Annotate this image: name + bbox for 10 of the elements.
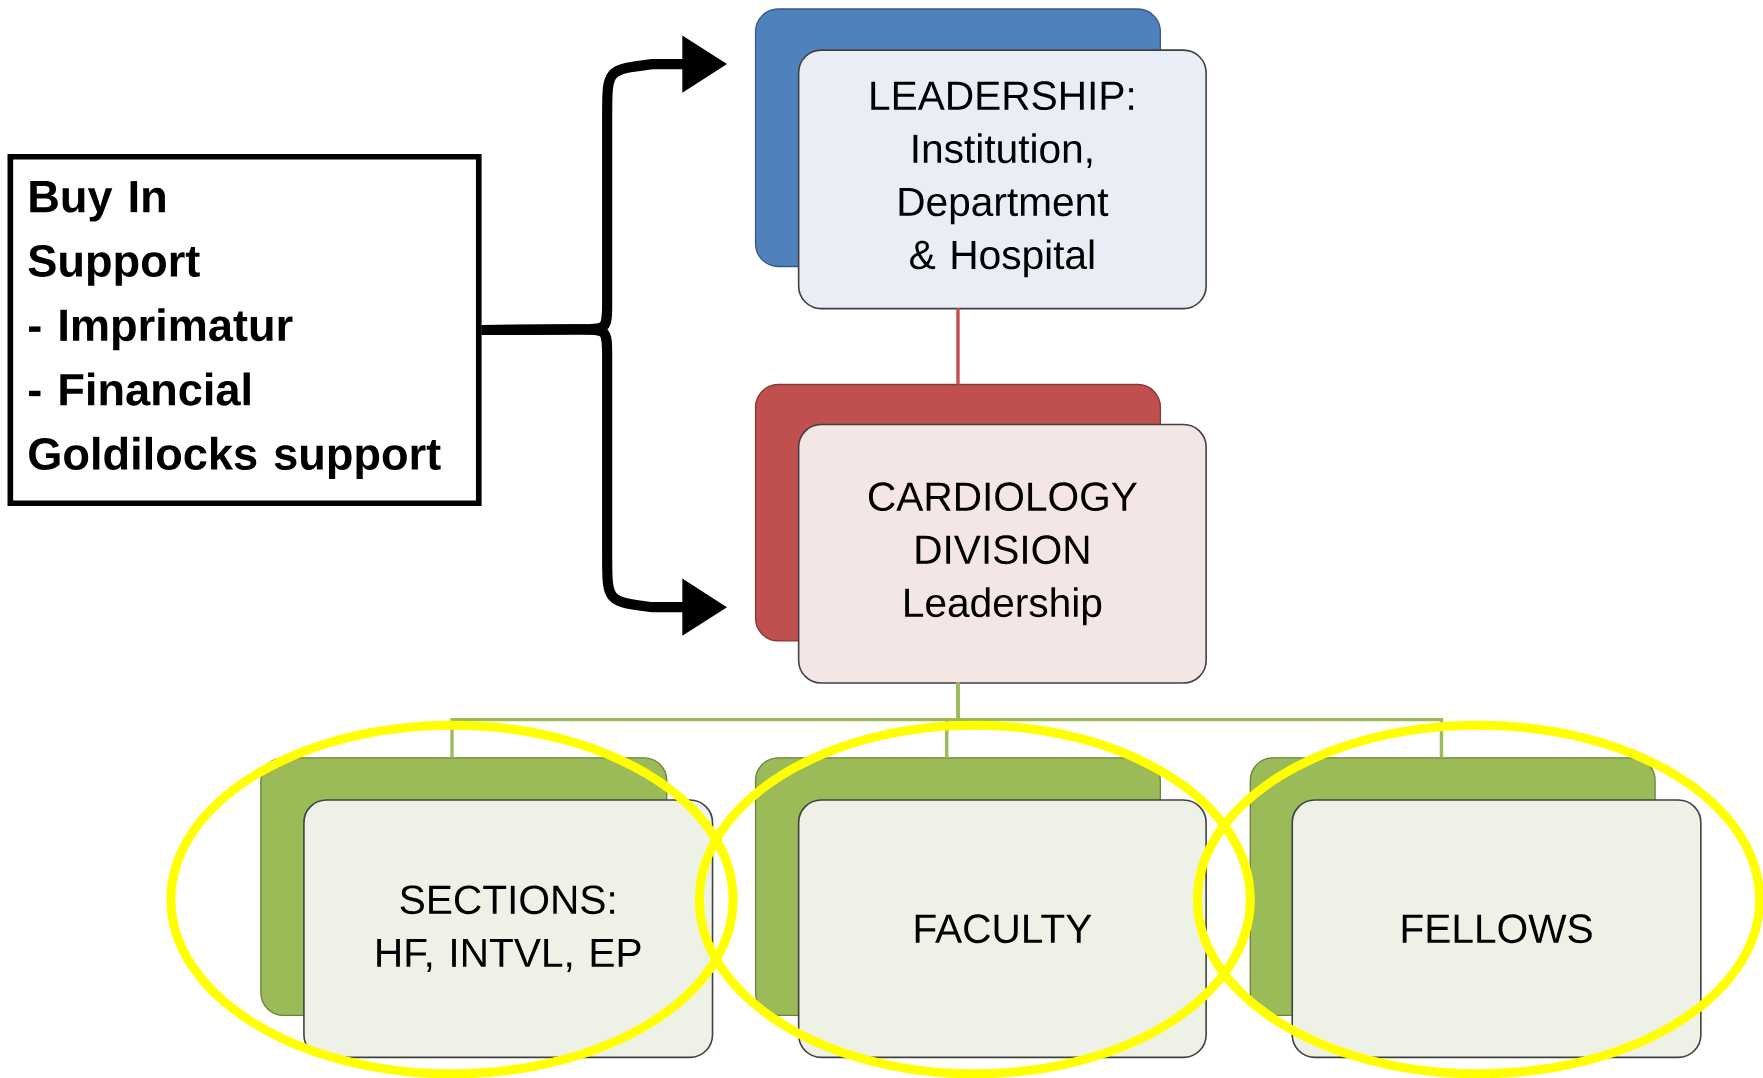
text-box: Buy In Support - Imprimatur - Financial Goldilocks support xyxy=(7,153,482,506)
card: FACULTY xyxy=(754,757,1207,1059)
connector-line xyxy=(956,682,1444,758)
card: FELLOWS xyxy=(1249,757,1702,1059)
card: CARDIOLOGY DIVISION Leadership xyxy=(754,383,1207,684)
node-label: FACULTY xyxy=(915,914,1092,943)
card: LEADERSHIP: Institution, Department & Hospital xyxy=(754,8,1207,310)
card: SECTIONS: HF, INTVL, EP xyxy=(260,757,714,1059)
connector-line xyxy=(956,307,960,385)
node-label: FELLOWS xyxy=(1402,914,1592,943)
